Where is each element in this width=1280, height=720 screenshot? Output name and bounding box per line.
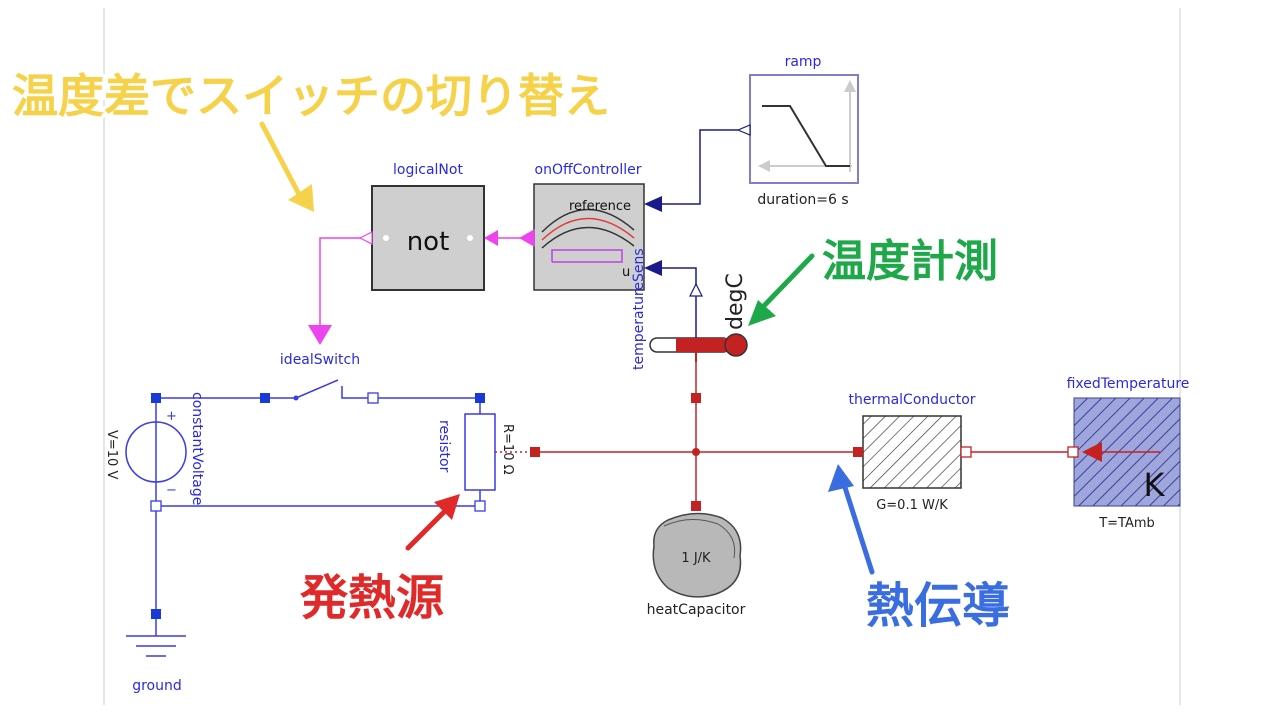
fixed-temperature-block[interactable]: fixedTemperature K T=TAmb [1067, 376, 1190, 531]
voltage-source-icon [125, 421, 187, 483]
ground-block[interactable]: ground [126, 609, 186, 694]
resistor-name: resistor [436, 420, 452, 473]
not-input-port[interactable] [358, 231, 373, 245]
logical-not-name: logicalNot [393, 162, 463, 178]
voltage-port-n[interactable] [150, 500, 162, 512]
thermal-wires [536, 360, 1072, 506]
controller-u-port[interactable] [644, 260, 662, 276]
heat-capacitor-icon [652, 512, 742, 598]
sensor-heat-port[interactable] [691, 393, 701, 403]
controller-reference-label: reference [569, 199, 631, 214]
resistor-heat-port[interactable] [530, 447, 540, 457]
ramp-param: duration=6 s [757, 192, 848, 208]
conductor-port-a[interactable] [853, 447, 863, 457]
on-off-controller-block[interactable]: onOffController reference u [518, 162, 662, 291]
resistor-param: R=10 Ω [500, 424, 515, 475]
temperature-sensor-block[interactable]: temperatureSens degC [631, 248, 748, 403]
temperature-sensor-name: temperatureSens [631, 248, 647, 370]
fixed-temperature-unit: K [1144, 466, 1166, 504]
not-input-dot [383, 235, 389, 241]
ramp-icon [758, 80, 856, 172]
callout-heat-source: 発熱源 [300, 570, 444, 626]
thermal-conductor-name: thermalConductor [848, 392, 975, 408]
fixed-temperature-name: fixedTemperature [1067, 376, 1190, 392]
sensor-output-port[interactable] [689, 282, 703, 297]
ramp-output-port[interactable] [736, 124, 751, 136]
thermal-conductor-param: G=0.1 W/K [876, 498, 948, 513]
heat-capacitor-block[interactable]: 1 J/K heatCapacitor [647, 501, 746, 618]
voltage-plus: + [166, 409, 177, 424]
heat-capacitor-port[interactable] [691, 501, 701, 511]
constant-voltage-block[interactable]: + − V=10 V constantVoltage [104, 392, 205, 512]
heat-capacitor-name: heatCapacitor [647, 602, 746, 618]
callout-switching: 温度差でスイッチの切り替え [12, 69, 610, 123]
thermometer-icon [649, 333, 748, 362]
heat-capacitor-param: 1 J/K [681, 551, 711, 566]
switch-pivot [293, 395, 299, 401]
heat-capacitor-shading [663, 519, 736, 559]
signal-wires [662, 129, 738, 290]
fixed-temperature-param: T=TAmb [1098, 516, 1155, 531]
callout-measurement: 温度計測 [822, 236, 998, 287]
not-output-dot [467, 235, 473, 241]
ramp-block[interactable]: ramp duration=6 s [736, 54, 859, 208]
fixed-temperature-port[interactable] [1067, 446, 1079, 458]
conductor-icon [862, 415, 962, 489]
logic-arrow-head [308, 325, 332, 345]
switch-port-n[interactable] [367, 392, 379, 404]
voltage-minus: − [166, 483, 177, 498]
resistor-block[interactable]: resistor R=10 Ω [436, 393, 540, 512]
voltage-param: V=10 V [104, 430, 119, 479]
voltage-name: constantVoltage [189, 392, 205, 505]
resistor-port-n[interactable] [474, 500, 486, 512]
electrical-wires [155, 397, 481, 614]
controller-reference-port[interactable] [644, 196, 662, 212]
temperature-sensor-unit: degC [723, 273, 748, 330]
resistor-port-p[interactable] [475, 393, 485, 403]
ideal-switch-name: idealSwitch [280, 352, 360, 368]
controller-name: onOffController [535, 162, 642, 178]
ground-icon [126, 619, 186, 657]
callout-conduction: 熱伝導 [866, 578, 1010, 634]
fixed-temperature-arrow [1082, 442, 1102, 462]
conductor-port-b[interactable] [960, 446, 972, 458]
ideal-switch-block[interactable]: idealSwitch [260, 352, 379, 404]
controller-output-port[interactable] [518, 229, 535, 247]
callout-arrows [259, 121, 875, 575]
ground-name: ground [132, 678, 182, 694]
not-gate-icon: not [407, 227, 450, 257]
logical-not-block[interactable]: logicalNot not [358, 162, 498, 291]
ramp-name: ramp [785, 54, 822, 70]
hysteresis-icon [541, 208, 635, 263]
not-output-port[interactable] [484, 230, 498, 246]
switch-icon [295, 379, 373, 399]
resistor-icon [464, 413, 496, 491]
ground-port[interactable] [151, 609, 161, 619]
controller-u-label: u [622, 265, 630, 280]
voltage-port-p[interactable] [151, 393, 161, 403]
thermal-conductor-block[interactable]: thermalConductor G=0.1 W/K [848, 392, 975, 513]
thermal-junction [692, 448, 700, 456]
switch-port-p[interactable] [260, 393, 270, 403]
